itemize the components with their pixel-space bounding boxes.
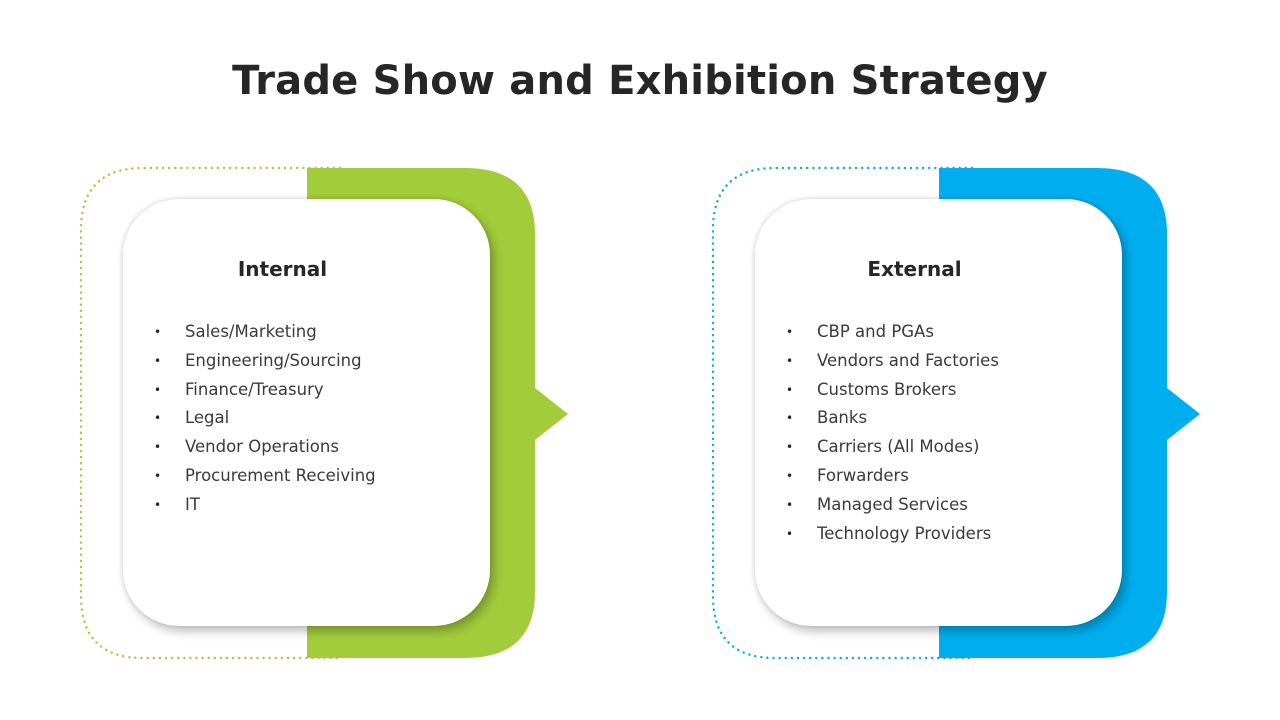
list-item-label: Vendor Operations bbox=[185, 437, 339, 457]
list-item-label: Sales/Marketing bbox=[185, 322, 317, 341]
bullet-icon: • bbox=[154, 382, 162, 397]
list-item: • Finance/Treasury bbox=[153, 376, 376, 405]
list-item: • Procurement Receiving bbox=[153, 462, 376, 491]
bullet-icon: • bbox=[786, 526, 794, 541]
bullet-icon: • bbox=[154, 353, 162, 368]
bullet-icon: • bbox=[786, 468, 794, 483]
internal-dotted-outline bbox=[79, 166, 342, 660]
list-item: • Vendor Operations bbox=[153, 433, 376, 462]
list-item-label: IT bbox=[185, 494, 200, 514]
list-item-label: Finance/Treasury bbox=[185, 379, 324, 399]
list-item: • Legal bbox=[153, 404, 376, 433]
list-item-label: Engineering/Sourcing bbox=[185, 350, 362, 370]
list-item: • IT bbox=[153, 491, 376, 520]
external-card: External • CBP and PGAs • Vendors and Fact… bbox=[755, 199, 1122, 626]
bullet-icon: • bbox=[786, 497, 794, 512]
external-dotted-outline bbox=[711, 166, 974, 660]
list-item: • CBP and PGAs bbox=[785, 318, 999, 347]
bullet-icon: • bbox=[154, 468, 162, 483]
list-item-label: CBP and PGAs bbox=[817, 322, 934, 341]
list-item-label: Technology Providers bbox=[817, 523, 992, 543]
internal-card: Internal • Sales/Marketing • Engineering/S… bbox=[123, 199, 490, 626]
list-item-label: Managed Services bbox=[817, 494, 968, 514]
internal-list: • Sales/Marketing • Engineering/Sourcing •… bbox=[153, 318, 376, 520]
bullet-icon: • bbox=[786, 325, 794, 339]
list-item: • Forwarders bbox=[785, 462, 999, 491]
list-item-label: Legal bbox=[185, 408, 230, 428]
external-list: • CBP and PGAs • Vendors and Factories • Cu… bbox=[785, 318, 999, 548]
bullet-icon: • bbox=[154, 325, 162, 339]
list-item: • Carriers (All Modes) bbox=[785, 433, 999, 462]
list-item-label: Procurement Receiving bbox=[185, 465, 376, 485]
bullet-icon: • bbox=[154, 497, 162, 512]
list-item-label: Vendors and Factories bbox=[817, 350, 999, 370]
bullet-icon: • bbox=[786, 411, 794, 426]
list-item: • Vendors and Factories bbox=[785, 347, 999, 376]
internal-heading: Internal bbox=[237, 257, 328, 281]
list-item: • Engineering/Sourcing bbox=[153, 347, 376, 376]
list-item-label: Carriers (All Modes) bbox=[817, 437, 980, 457]
list-item-label: Forwarders bbox=[817, 465, 909, 485]
list-item: • Banks bbox=[785, 404, 999, 433]
bullet-icon: • bbox=[786, 440, 794, 455]
list-item-label: Customs Brokers bbox=[817, 379, 957, 399]
bullet-icon: • bbox=[154, 440, 162, 455]
bullet-icon: • bbox=[786, 353, 794, 368]
list-item: • Managed Services bbox=[785, 491, 999, 520]
bullet-icon: • bbox=[786, 382, 794, 397]
list-item: • Sales/Marketing bbox=[153, 318, 376, 347]
list-item-label: Banks bbox=[817, 408, 868, 428]
external-heading: External bbox=[867, 257, 962, 281]
bullet-icon: • bbox=[154, 411, 162, 426]
external-panel: External • CBP and PGAs • Vendors and Fact… bbox=[702, 160, 1202, 670]
slide-title: Trade Show and Exhibition Strategy bbox=[232, 58, 1048, 104]
list-item: • Customs Brokers bbox=[785, 376, 999, 405]
internal-panel: Internal • Sales/Marketing • Engineering/S… bbox=[70, 160, 570, 670]
list-item: • Technology Providers bbox=[785, 520, 999, 549]
